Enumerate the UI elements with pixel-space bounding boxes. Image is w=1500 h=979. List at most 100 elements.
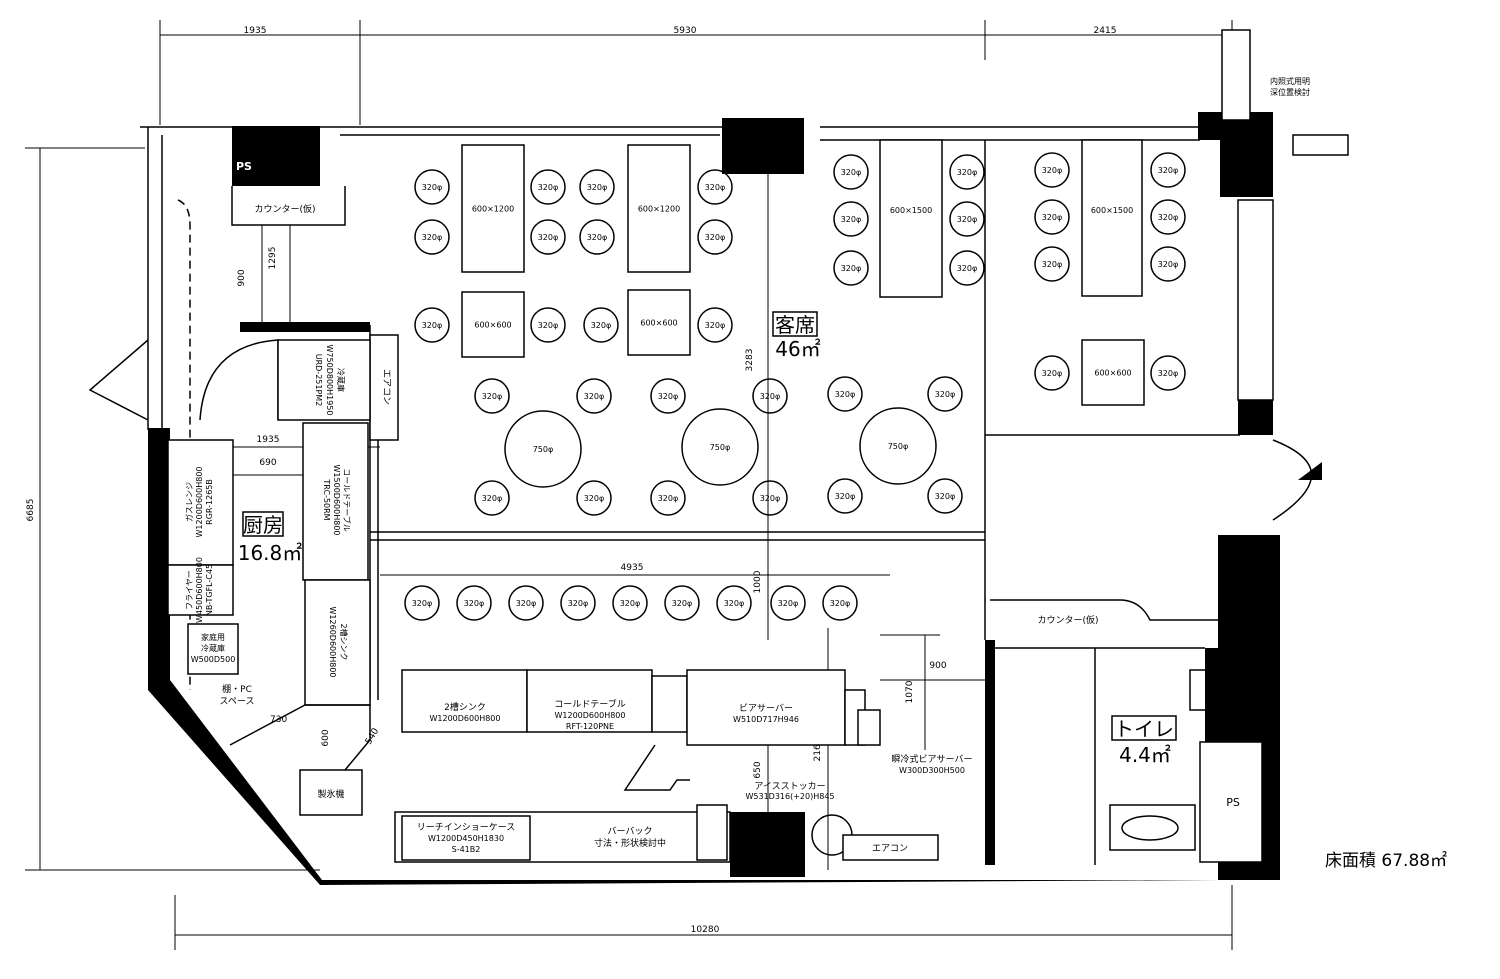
small-round-table xyxy=(770,585,806,621)
aircon-left xyxy=(369,334,399,441)
small-round-table xyxy=(949,201,985,237)
small-round-table xyxy=(650,480,686,516)
small-table-label: 320φ xyxy=(464,599,485,608)
beer-server xyxy=(686,669,846,746)
cold-table-v-model: TRC-50RM xyxy=(322,478,331,520)
dim-1070: 1070 xyxy=(905,680,915,703)
dim-left: 6685 xyxy=(26,499,36,522)
fixtures: PS カウンター(仮) 内照式用明 深位置検討 エアコン 冷蔵庫 W750D80… xyxy=(167,76,1310,863)
small-round-table xyxy=(697,169,733,205)
small-round-table xyxy=(414,219,450,255)
showcase xyxy=(401,815,531,861)
small-round-table xyxy=(474,378,510,414)
small-round-table xyxy=(530,307,566,343)
showcase-model: S-41B2 xyxy=(452,845,481,854)
showcase-size: W1200D450H1830 xyxy=(428,834,504,843)
back-bar-note: 寸法・形状検討中 xyxy=(594,837,666,849)
small-round-table xyxy=(822,585,858,621)
table-size-label: 600×1200 xyxy=(638,205,680,214)
small-table-label: 320φ xyxy=(1158,213,1179,222)
dim-bottom: 10280 xyxy=(691,925,720,935)
small-table-label: 320φ xyxy=(482,494,503,503)
small-table-label: 320φ xyxy=(584,392,605,401)
counter-right-label: カウンター(仮) xyxy=(1037,614,1098,626)
table-t600x600 xyxy=(1081,339,1145,406)
small-table-label: 320φ xyxy=(422,321,443,330)
dim-3283: 3283 xyxy=(745,349,755,372)
small-table-label: 320φ xyxy=(1042,213,1063,222)
small-table-label: 320φ xyxy=(935,390,956,399)
small-table-label: 320φ xyxy=(760,392,781,401)
dim-kitchen-690: 690 xyxy=(259,458,276,468)
cold-table-horizontal xyxy=(526,669,653,733)
sink-vertical xyxy=(304,579,371,706)
fridge xyxy=(277,339,371,421)
cold-table-h-name: コールドテーブル xyxy=(554,698,625,710)
gas-range xyxy=(167,439,234,566)
home-fridge xyxy=(187,623,239,675)
small-round-table xyxy=(508,585,544,621)
dim-4935: 4935 xyxy=(621,563,644,573)
small-table-label: 320φ xyxy=(1042,260,1063,269)
gas-range-model: RGR-1265B xyxy=(205,479,214,525)
gas-range-name: ガスレンジ xyxy=(184,482,194,522)
dim-600: 600 xyxy=(321,729,331,746)
entrance-arrow-icon xyxy=(1298,462,1322,480)
small-round-table xyxy=(716,585,752,621)
table-size-label: 600×1500 xyxy=(890,206,932,215)
home-fridge-l1: 家庭用 xyxy=(201,632,225,642)
small-round-table xyxy=(1034,152,1070,188)
small-round-table xyxy=(1150,199,1186,235)
small-round-table xyxy=(833,201,869,237)
beer-server-name: ビアサーバー xyxy=(739,703,793,714)
small-round-table xyxy=(752,480,788,516)
small-table-label: 320φ xyxy=(760,494,781,503)
counter-top-label: カウンター(仮) xyxy=(254,203,315,215)
small-round-table xyxy=(927,478,963,514)
small-table-label: 320φ xyxy=(1158,260,1179,269)
fryer-name: フライヤー xyxy=(185,570,194,610)
small-table-label: 320φ xyxy=(658,494,679,503)
dim-900b: 900 xyxy=(929,661,946,671)
sink-horizontal xyxy=(401,669,528,733)
fryer-model: NB-TGFL-C45 xyxy=(205,564,214,616)
small-round-table xyxy=(583,307,619,343)
sink-v-size: W1260D600H800 xyxy=(328,607,337,678)
small-round-table xyxy=(752,378,788,414)
small-table-label: 320φ xyxy=(516,599,537,608)
small-table-label: 320φ xyxy=(1042,369,1063,378)
cold-table-h-size: W1200D600H800 xyxy=(555,711,626,720)
entrance-door-left[interactable] xyxy=(88,339,149,421)
kitchen-door[interactable] xyxy=(199,339,279,421)
small-table-label: 320φ xyxy=(482,392,503,401)
small-round-table xyxy=(927,376,963,412)
small-table-label: 320φ xyxy=(672,599,693,608)
small-table-label: 320φ xyxy=(587,233,608,242)
small-round-table xyxy=(576,378,612,414)
dim-top-right: 2415 xyxy=(1094,26,1117,36)
small-table-label: 320φ xyxy=(957,168,978,177)
ice-stocker-name: アイスストッカー xyxy=(754,781,825,792)
dim-1295: 1295 xyxy=(268,247,278,270)
small-table-label: 320φ xyxy=(724,599,745,608)
cold-table-vertical xyxy=(302,422,369,581)
small-table-label: 320φ xyxy=(422,233,443,242)
dim-2162: 2162 xyxy=(813,739,823,762)
small-round-table xyxy=(833,154,869,190)
small-round-table xyxy=(579,169,615,205)
cold-table-v-name: コールドテーブル xyxy=(342,468,352,532)
ps-top-label: PS xyxy=(236,160,252,173)
table-t600x1500 xyxy=(1081,139,1143,297)
sink-h-size: W1200D600H800 xyxy=(430,714,501,723)
small-round-table xyxy=(560,585,596,621)
table-size-label: 600×600 xyxy=(474,321,511,330)
ice-machine-label: 製氷機 xyxy=(317,788,344,800)
small-table-label: 320φ xyxy=(841,264,862,273)
small-round-table xyxy=(1034,355,1070,391)
small-table-label: 320φ xyxy=(957,215,978,224)
small-table-label: 320φ xyxy=(778,599,799,608)
dim-1000: 1000 xyxy=(753,570,763,593)
table-size-label: 600×1200 xyxy=(472,205,514,214)
small-table-label: 320φ xyxy=(412,599,433,608)
table-size-label: 600×1500 xyxy=(1091,206,1133,215)
